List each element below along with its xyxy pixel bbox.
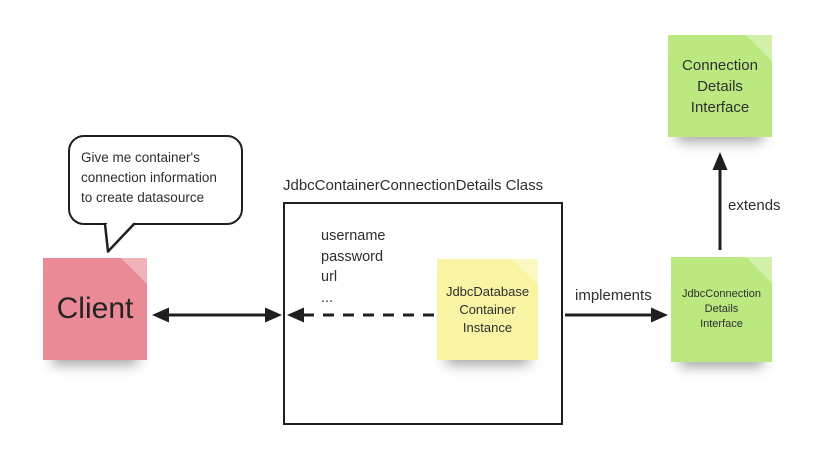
jdbc-connection-details-interface-sticky-note[interactable]: JdbcConnection Details Interface xyxy=(671,257,772,362)
class-field: username xyxy=(321,228,386,244)
jdbc-database-note-text: JdbcDatabase Container Instance xyxy=(445,283,530,335)
class-field: password xyxy=(321,248,384,265)
speech-bubble-text-line: connection information xyxy=(81,170,217,185)
extends-label[interactable]: extends xyxy=(728,197,781,214)
jdbc-connection-note-text: JdbcConnection Details Interface xyxy=(682,288,761,330)
speech-bubble-text-line: to create datasource xyxy=(81,190,205,205)
jdbc-database-container-sticky-note[interactable]: JdbcDatabase Container Instance xyxy=(437,259,538,360)
extends-arrow[interactable] xyxy=(712,152,728,250)
class-field: url xyxy=(321,269,338,285)
class-box-title[interactable]: JdbcContainerConnectionDetails Class xyxy=(283,177,544,194)
speech-bubble-text-line: Give me container's xyxy=(81,150,200,165)
client-sticky-note[interactable]: Client xyxy=(43,258,147,360)
client-note-label: Client xyxy=(56,292,134,325)
implements-label[interactable]: implements xyxy=(575,287,652,304)
class-box[interactable] xyxy=(283,202,563,425)
class-box-fields[interactable]: username password url ... xyxy=(321,226,385,308)
class-field: ... xyxy=(321,289,334,306)
client-classbox-connector[interactable] xyxy=(152,307,282,323)
connection-details-interface-sticky-note[interactable]: Connection Details Interface xyxy=(668,35,772,137)
speech-bubble[interactable]: Give me container's connection informati… xyxy=(68,135,243,225)
implements-arrow[interactable] xyxy=(565,307,668,323)
connection-details-note-text: Connection Details Interface xyxy=(682,56,758,116)
